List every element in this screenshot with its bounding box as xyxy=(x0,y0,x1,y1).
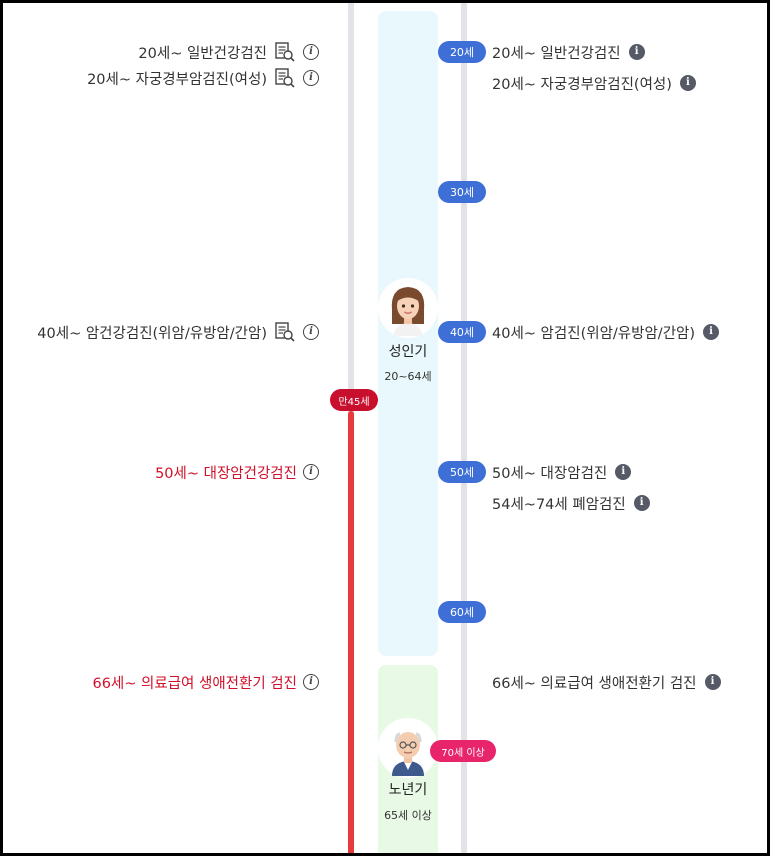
age-marker-30: 30세 xyxy=(438,181,486,203)
document-search-icon[interactable] xyxy=(273,41,297,63)
right-timeline-rail xyxy=(461,3,467,853)
right-item-label: 20세~ 자궁경부암검진(여성) xyxy=(492,76,672,93)
info-filled-icon[interactable]: i xyxy=(703,324,720,340)
document-search-icon[interactable] xyxy=(273,321,297,343)
info-outline-icon[interactable]: i xyxy=(303,464,319,480)
left-item-label: 20세~ 일반건강검진 xyxy=(138,45,267,62)
left-item-colorectal-cancer[interactable]: 50세~ 대장암건강검진 i xyxy=(155,461,319,483)
left-item-label: 20세~ 자궁경부암검진(여성) xyxy=(87,71,267,88)
senior-stage-range: 65세 이상 xyxy=(384,809,432,822)
left-item-general-checkup[interactable]: 20세~ 일반건강검진 i xyxy=(138,41,319,63)
age-marker-50: 50세 xyxy=(438,461,486,483)
left-item-label: 50세~ 대장암건강검진 xyxy=(155,465,297,482)
info-filled-icon[interactable]: i xyxy=(704,674,721,690)
info-outline-icon[interactable]: i xyxy=(303,44,319,60)
document-search-icon[interactable] xyxy=(273,67,297,89)
right-item-general-checkup[interactable]: 20세~ 일반건강검진 i xyxy=(492,41,645,63)
info-outline-icon[interactable]: i xyxy=(303,674,319,690)
info-outline-icon[interactable]: i xyxy=(303,70,319,86)
adult-woman-avatar xyxy=(378,278,438,338)
left-item-label: 40세~ 암건강검진(위암/유방암/간암) xyxy=(37,325,267,342)
info-outline-icon[interactable]: i xyxy=(303,324,319,340)
info-filled-icon[interactable]: i xyxy=(679,75,696,91)
age-marker-20: 20세 xyxy=(438,41,486,63)
senior-man-avatar-icon xyxy=(392,732,424,776)
over70-badge: 70세 이상 xyxy=(430,740,496,762)
right-item-lung-cancer[interactable]: 54세~74세 폐암검진 i xyxy=(492,492,650,514)
age45-badge: 만45세 xyxy=(330,389,378,411)
left-item-life-transition[interactable]: 66세~ 의료급여 생애전환기 검진 i xyxy=(92,671,319,693)
right-item-label: 20세~ 일반건강검진 xyxy=(492,45,621,62)
right-item-colorectal-cancer[interactable]: 50세~ 대장암검진 i xyxy=(492,461,632,483)
right-item-label: 54세~74세 폐암검진 xyxy=(492,496,626,513)
right-item-label: 40세~ 암검진(위암/유방암/간암) xyxy=(492,325,696,342)
adult-stage-range: 20~64세 xyxy=(384,370,432,383)
senior-stage-title: 노년기 xyxy=(388,782,428,798)
left-item-cancer-checkup[interactable]: 40세~ 암건강검진(위암/유방암/간암) i xyxy=(37,321,319,343)
info-filled-icon[interactable]: i xyxy=(633,495,650,511)
right-item-label: 50세~ 대장암검진 xyxy=(492,465,608,482)
adult-woman-avatar-icon xyxy=(391,287,425,336)
left-item-label: 66세~ 의료급여 생애전환기 검진 xyxy=(92,675,297,692)
age-marker-40: 40세 xyxy=(438,321,486,343)
senior-man-avatar xyxy=(378,718,438,778)
right-item-life-transition[interactable]: 66세~ 의료급여 생애전환기 검진 i xyxy=(492,671,721,693)
age45-red-rail xyxy=(348,411,354,853)
info-filled-icon[interactable]: i xyxy=(615,464,632,480)
right-item-cancer-checkup[interactable]: 40세~ 암검진(위암/유방암/간암) i xyxy=(492,321,720,343)
left-item-cervical-cancer[interactable]: 20세~ 자궁경부암검진(여성) i xyxy=(87,67,319,89)
adult-stage-title: 성인기 xyxy=(388,344,428,360)
right-item-label: 66세~ 의료급여 생애전환기 검진 xyxy=(492,675,697,692)
info-filled-icon[interactable]: i xyxy=(628,44,645,60)
age-marker-60: 60세 xyxy=(438,601,486,623)
right-item-cervical-cancer[interactable]: 20세~ 자궁경부암검진(여성) i xyxy=(492,72,696,94)
